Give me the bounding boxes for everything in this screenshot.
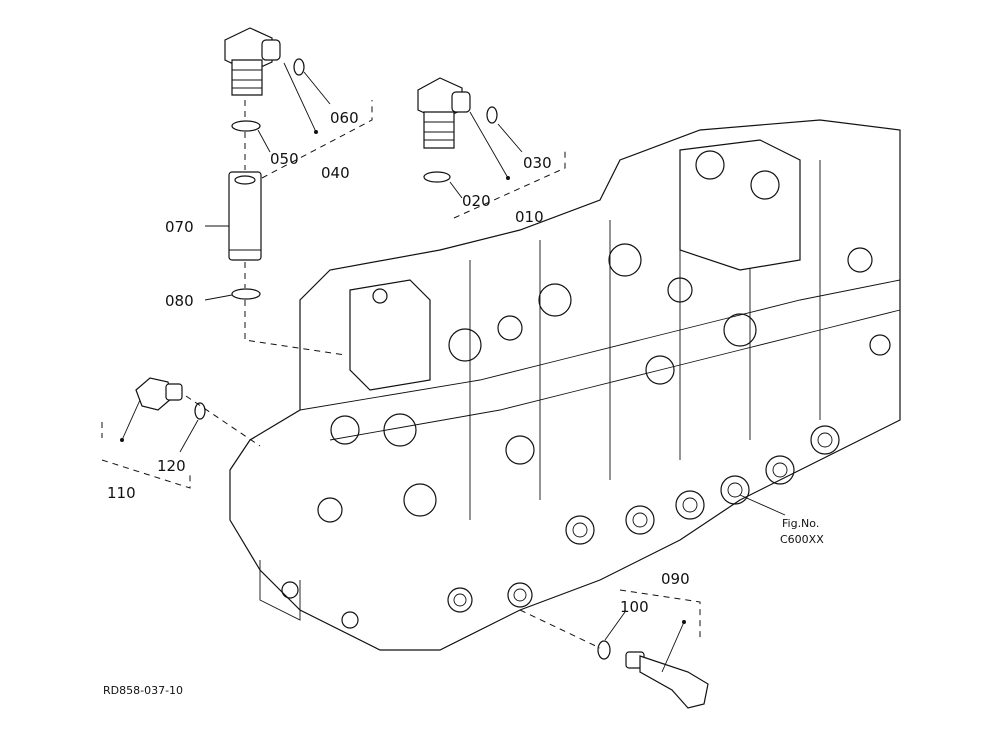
callout-050: 050 [270,150,299,168]
drawing-code: RD858-037-10 [103,684,183,697]
control-valve-assembly [229,119,901,651]
callout-020: 020 [462,192,491,210]
callout-120: 120 [157,457,186,475]
fitting-group-110 [101,377,261,489]
fig-label: Fig.No. [782,517,819,530]
callout-010: 010 [515,208,544,226]
callout-100: 100 [620,598,649,616]
fitting-group-010 [417,77,566,219]
fitting-group-040 [204,27,373,356]
callout-040: 040 [321,164,350,182]
callout-090: 090 [661,570,690,588]
fig-leader-line [739,494,786,516]
fig-number: C600XX [780,533,824,546]
callout-060: 060 [330,109,359,127]
callout-070: 070 [165,218,194,236]
spool-caps [447,425,840,613]
callout-030: 030 [523,154,552,172]
callout-labels: 060 050 040 030 020 010 070 080 120 110 … [107,109,690,616]
fitting-group-090 [519,589,709,709]
callout-080: 080 [165,292,194,310]
callout-110: 110 [107,484,136,502]
